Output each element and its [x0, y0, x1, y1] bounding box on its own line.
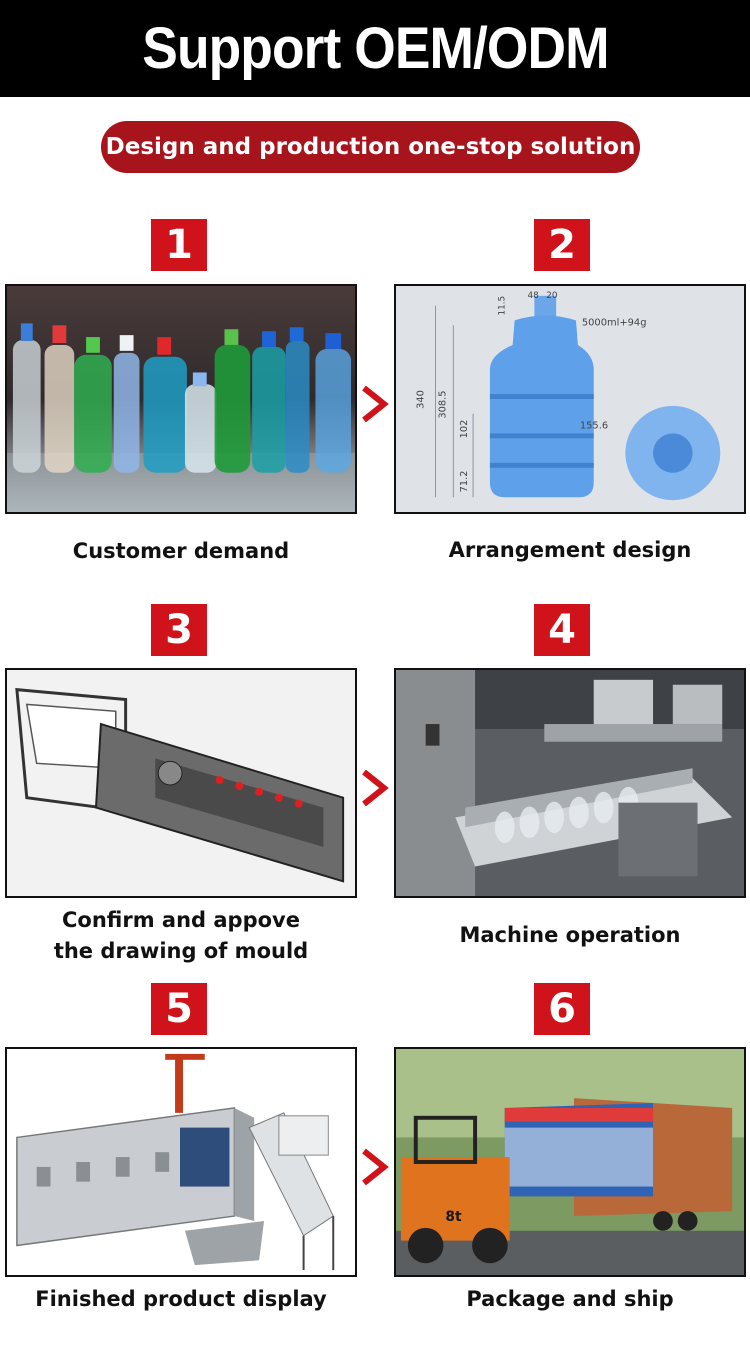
step-number-5: 5 [151, 983, 207, 1035]
step-number-1: 1 [151, 219, 207, 271]
forklift-label: 8t [445, 1209, 462, 1225]
caption-line-2: the drawing of mould [53, 939, 309, 963]
caption-line: Machine operation [459, 923, 681, 947]
dim-neck: 11.5 [498, 296, 508, 316]
chevron-right-icon [360, 766, 390, 810]
chevron-right-icon [360, 382, 390, 426]
step-number-4: 4 [534, 604, 590, 656]
header-banner: Support OEM/ODM [0, 0, 750, 97]
caption-step-3: Confirm and appove the drawing of mould [5, 905, 357, 967]
dim-h2: 308.5 [437, 391, 448, 419]
step-number-2: 2 [534, 219, 590, 271]
caption-line: Package and ship [466, 1287, 674, 1311]
photo-finished-product [5, 1047, 357, 1277]
chevron-right-icon [360, 1145, 390, 1189]
page-title: Support OEM/ODM [141, 16, 609, 81]
caption-step-4: Machine operation [394, 920, 746, 951]
photo-arrangement-design: 340 308.5 102 71.2 48 20 11.5 5000ml+94g… [394, 284, 746, 514]
dim-h3: 102 [459, 420, 470, 439]
photo-mould-drawing [5, 668, 357, 898]
subtitle-text: Design and production one-stop solution [105, 134, 636, 160]
dim-h4: 71.2 [459, 470, 470, 492]
caption-line: Customer demand [72, 539, 290, 563]
dim-height: 340 [416, 390, 427, 409]
photo-customer-demand [5, 284, 357, 514]
step-number-6: 6 [534, 983, 590, 1035]
subtitle-badge: Design and production one-stop solution [101, 121, 640, 173]
dim-width: 155.6 [580, 421, 608, 432]
photo-package-ship: 8t [394, 1047, 746, 1277]
caption-step-6: Package and ship [394, 1284, 746, 1315]
step-number-3: 3 [151, 604, 207, 656]
photo-machine-operation [394, 668, 746, 898]
caption-line: Finished product display [35, 1287, 327, 1311]
caption-step-1: Customer demand [5, 536, 357, 567]
caption-step-2: Arrangement design [394, 535, 746, 566]
dim-top-a: 48 [527, 291, 539, 301]
caption-line-1: Confirm and appove [62, 908, 300, 932]
caption-step-5: Finished product display [5, 1284, 357, 1315]
dim-capacity: 5000ml+94g [582, 317, 647, 328]
dim-top-b: 20 [546, 291, 558, 301]
caption-line: Arrangement design [448, 538, 692, 562]
